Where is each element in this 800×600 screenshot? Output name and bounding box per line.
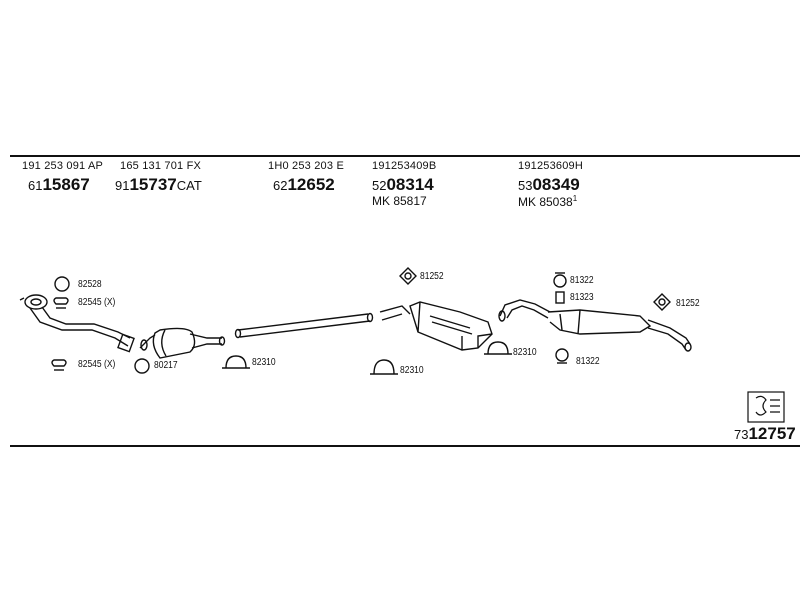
part-number-2: 9115737CAT bbox=[115, 175, 202, 195]
label-82545-top: 82545 (X) bbox=[78, 297, 116, 308]
label-81322-a: 81322 bbox=[570, 275, 594, 286]
label-81323: 81323 bbox=[570, 292, 594, 303]
part-number-5: 5308349 bbox=[518, 175, 580, 195]
u-clamp-icon-c bbox=[484, 341, 512, 355]
mk-sup-5: 1 bbox=[572, 194, 578, 203]
diagram-prefix: 73 bbox=[734, 427, 749, 442]
part-code-3: 12652 bbox=[287, 175, 335, 194]
mk-number-5: MK 850381 bbox=[518, 194, 577, 209]
mk-text-5: MK 85038 bbox=[518, 195, 573, 209]
rubber-mount-icon-b bbox=[653, 293, 671, 311]
oe-number-3: 1H0 253 203 E bbox=[268, 160, 344, 172]
ring-80217-icon bbox=[134, 358, 150, 374]
oe-number-4: 191253409B bbox=[372, 160, 437, 172]
rear-silencer bbox=[498, 299, 692, 352]
diagram-number: 7312757 bbox=[734, 424, 796, 444]
bolt-icon bbox=[555, 291, 565, 304]
bottom-rule bbox=[10, 445, 800, 447]
clamp-pair-icon-top bbox=[53, 297, 69, 309]
u-clamp-icon-b bbox=[370, 359, 398, 375]
center-silencer bbox=[379, 301, 493, 351]
top-rule bbox=[10, 155, 800, 157]
u-clamp-icon-a bbox=[222, 355, 250, 369]
oe-number-5: 191253609H bbox=[518, 160, 584, 172]
part-prefix-5: 53 bbox=[518, 178, 533, 193]
label-82310-c: 82310 bbox=[513, 347, 537, 358]
part-code-1: 15867 bbox=[42, 175, 90, 194]
label-81322-b: 81322 bbox=[576, 356, 600, 367]
intermediate-pipe bbox=[234, 312, 374, 339]
part-prefix-2: 91 bbox=[115, 178, 130, 193]
label-82310-a: 82310 bbox=[252, 357, 276, 368]
label-82528: 82528 bbox=[78, 279, 102, 290]
oe-number-2: 165 131 701 FX bbox=[120, 160, 202, 172]
gasket-ring-icon bbox=[54, 276, 70, 292]
label-81252-a: 81252 bbox=[420, 271, 444, 282]
part-code-5: 08349 bbox=[532, 175, 580, 194]
label-82545-bottom: 82545 (X) bbox=[78, 359, 116, 370]
label-81252-b: 81252 bbox=[676, 298, 700, 309]
part-code-4: 08314 bbox=[386, 175, 434, 194]
part-suffix-2: CAT bbox=[176, 178, 202, 193]
part-prefix-3: 62 bbox=[273, 178, 288, 193]
oe-number-1: 191 253 091 AP bbox=[22, 160, 104, 172]
rubber-mount-icon-a bbox=[399, 267, 417, 285]
label-82310-b: 82310 bbox=[400, 365, 424, 376]
part-prefix-1: 61 bbox=[28, 178, 43, 193]
part-code-2: 15737 bbox=[129, 175, 177, 194]
part-number-3: 6212652 bbox=[273, 175, 335, 195]
part-prefix-4: 52 bbox=[372, 178, 387, 193]
diagram-code: 12757 bbox=[748, 424, 796, 443]
label-80217: 80217 bbox=[154, 360, 178, 371]
clamp-pair-icon-bottom bbox=[51, 359, 67, 371]
hanger-ring-icon-b bbox=[555, 348, 569, 364]
catalytic-converter bbox=[139, 327, 226, 359]
mk-number-4: MK 85817 bbox=[372, 194, 427, 208]
part-number-1: 6115867 bbox=[28, 175, 90, 195]
book-manual-icon bbox=[747, 391, 785, 423]
front-pipe bbox=[19, 294, 135, 353]
hanger-ring-icon-a bbox=[553, 272, 567, 288]
part-number-4: 5208314 bbox=[372, 175, 434, 195]
